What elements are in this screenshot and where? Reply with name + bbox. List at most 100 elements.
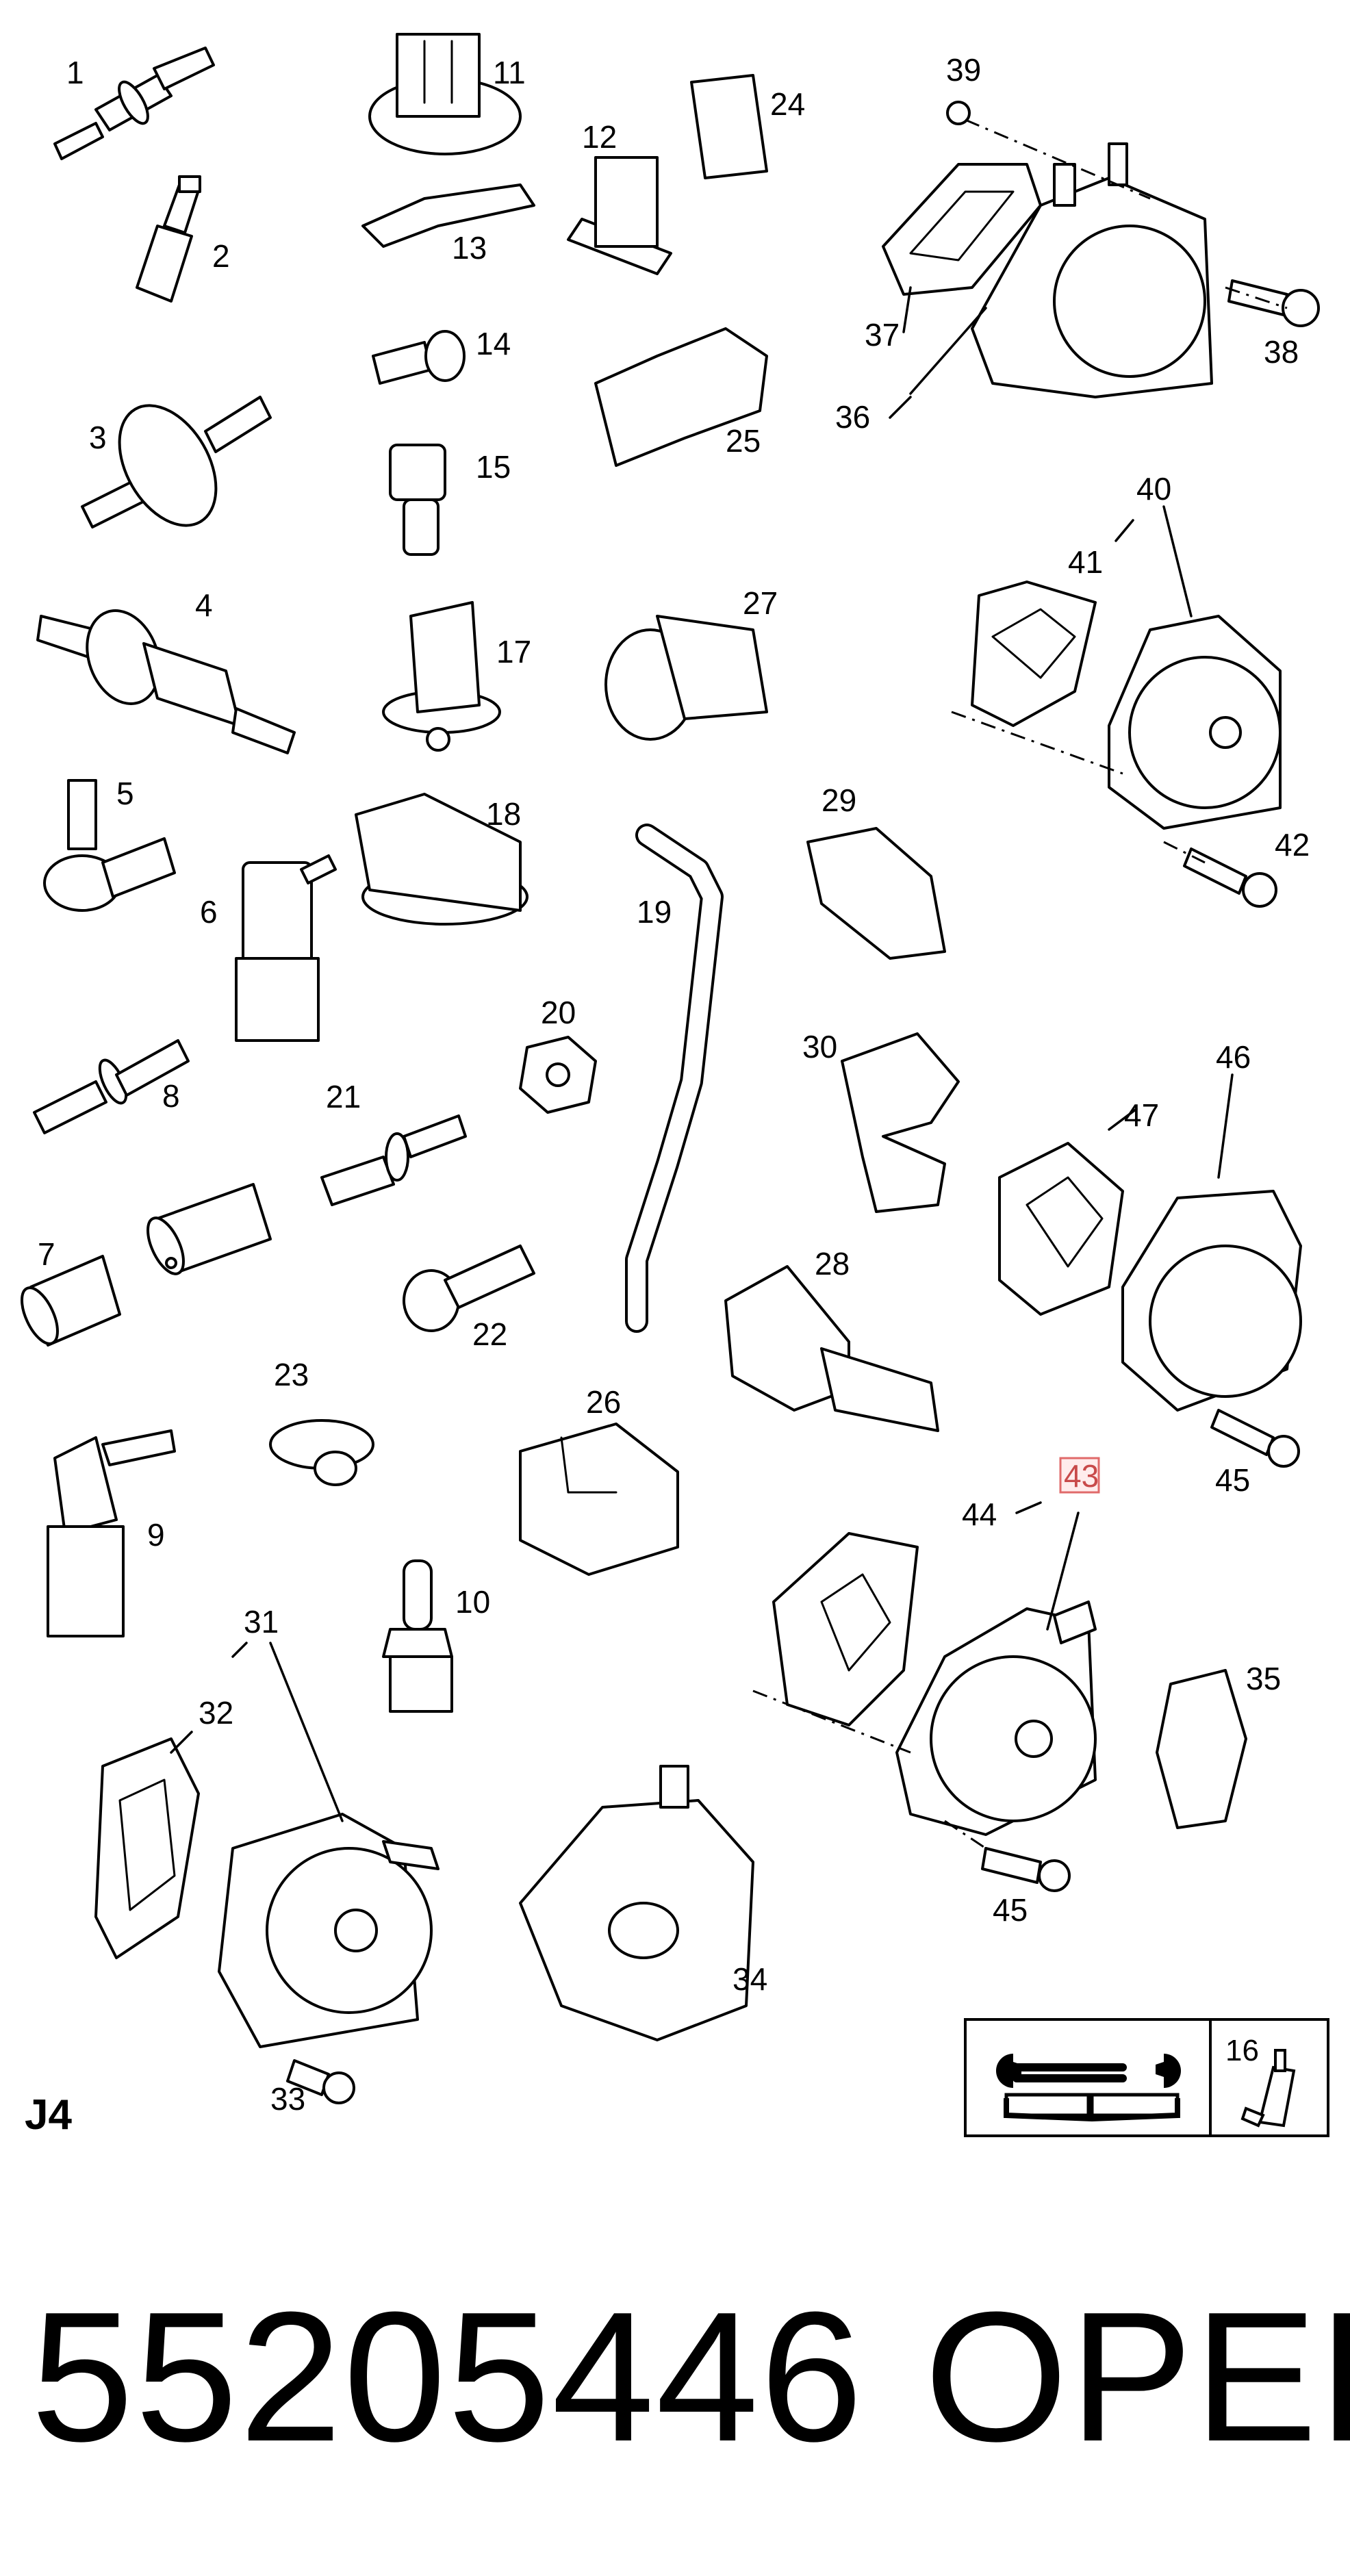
part-12-bracket bbox=[567, 156, 672, 275]
callout-22: 22 bbox=[472, 1316, 507, 1352]
part-23-hose-clamp bbox=[269, 1419, 374, 1486]
callout-33: 33 bbox=[270, 2081, 305, 2117]
callout-11: 11 bbox=[493, 55, 526, 90]
part-3-check-valve bbox=[81, 396, 272, 528]
callout-32: 32 bbox=[199, 1695, 233, 1731]
callout-37: 37 bbox=[865, 317, 900, 353]
part-18-clip bbox=[355, 793, 528, 926]
icon-box: 16 bbox=[964, 2018, 1329, 2137]
callout-6: 6 bbox=[200, 894, 218, 930]
leader-lines bbox=[170, 286, 1234, 1822]
callout-13: 13 bbox=[452, 230, 487, 266]
callout-42: 42 bbox=[1275, 827, 1310, 863]
part-41-gasket bbox=[971, 581, 1097, 727]
callout-20: 20 bbox=[541, 995, 576, 1030]
part-24-clip bbox=[690, 74, 768, 179]
part-9-elbow-quick-connector bbox=[47, 1429, 176, 1637]
callout-1: 1 bbox=[66, 55, 84, 90]
callout-12: 12 bbox=[582, 119, 617, 155]
callout-47: 47 bbox=[1124, 1097, 1159, 1133]
part-40-vacuum-pump bbox=[1108, 615, 1282, 830]
callout-36: 36 bbox=[835, 399, 870, 435]
callout-17: 17 bbox=[496, 634, 531, 669]
part-8-straight-connector bbox=[33, 1039, 190, 1134]
part-39-bolt bbox=[946, 101, 971, 125]
part-14-bolt bbox=[372, 330, 466, 385]
part-26-clip bbox=[519, 1423, 679, 1576]
callout-4: 4 bbox=[195, 587, 213, 623]
callout-19: 19 bbox=[637, 894, 672, 930]
part-30-clip bbox=[841, 1032, 960, 1213]
part-13-bracket bbox=[361, 183, 535, 248]
centerline-40 bbox=[951, 711, 1206, 864]
brand-name: OPEL bbox=[924, 2274, 1350, 2480]
callout-21: 21 bbox=[326, 1079, 361, 1114]
part-10-union-fitting bbox=[382, 1559, 453, 1713]
callout-45-upper: 45 bbox=[1215, 1462, 1250, 1498]
part-33-bolt bbox=[286, 2059, 355, 2104]
callout-43: 43 bbox=[1064, 1458, 1099, 1494]
part-42-bolt bbox=[1183, 847, 1277, 908]
part-31-vacuum-pump bbox=[218, 1813, 440, 2048]
callout-9: 9 bbox=[147, 1517, 165, 1553]
centerline-36 bbox=[965, 118, 1288, 309]
part-27-clip bbox=[604, 615, 768, 741]
part-29-clip bbox=[806, 827, 946, 960]
sealant-tube-icon bbox=[1240, 2049, 1296, 2128]
part-44-gasket bbox=[772, 1532, 919, 1726]
callout-29: 29 bbox=[822, 782, 856, 818]
callout-27: 27 bbox=[743, 585, 778, 621]
part-35-clip bbox=[1156, 1669, 1247, 1829]
callout-15: 15 bbox=[476, 449, 511, 485]
part-number: 55205446 bbox=[31, 2274, 864, 2480]
callout-41: 41 bbox=[1068, 544, 1103, 580]
callout-40: 40 bbox=[1136, 471, 1171, 507]
part-6-quick-connector bbox=[235, 854, 337, 1042]
callout-34: 34 bbox=[733, 1961, 767, 1997]
callout-10: 10 bbox=[455, 1584, 490, 1620]
wrench-book-icon bbox=[996, 2054, 1181, 2122]
callout-5: 5 bbox=[116, 776, 134, 811]
callout-2: 2 bbox=[212, 238, 230, 274]
part-46-vacuum-pump bbox=[1121, 1190, 1302, 1412]
part-43-vacuum-pump bbox=[895, 1601, 1097, 1836]
sheet-code: J4 bbox=[25, 2091, 72, 2139]
part-37-gasket bbox=[882, 163, 1042, 296]
part-22-connector bbox=[403, 1245, 535, 1332]
part-25-clip bbox=[594, 327, 768, 467]
callout-3: 3 bbox=[89, 420, 107, 455]
part-15-bolt bbox=[389, 444, 446, 556]
callout-43-highlight bbox=[1059, 1457, 1100, 1494]
callout-14: 14 bbox=[476, 326, 511, 361]
centerline-43 bbox=[752, 1689, 986, 1850]
callout-26: 26 bbox=[586, 1384, 621, 1420]
part-19-vacuum-pipe bbox=[625, 824, 724, 1333]
part-28-clip bbox=[724, 1265, 939, 1432]
callout-46: 46 bbox=[1216, 1039, 1251, 1075]
callout-25: 25 bbox=[726, 423, 761, 459]
part-7-hose-sleeves bbox=[21, 1183, 272, 1347]
part-2-quick-connector bbox=[136, 175, 201, 303]
callout-31: 31 bbox=[244, 1604, 279, 1640]
callout-23: 23 bbox=[274, 1357, 309, 1392]
callout-labels: 1 2 3 4 5 6 7 8 9 10 11 12 13 14 15 17 1… bbox=[38, 52, 1310, 2117]
callout-28: 28 bbox=[815, 1246, 850, 1281]
part-47-gasket bbox=[998, 1142, 1124, 1316]
part-4-check-valve bbox=[36, 609, 296, 754]
callout-30: 30 bbox=[802, 1029, 837, 1064]
part-45b-bolt bbox=[981, 1847, 1071, 1892]
callout-45-lower: 45 bbox=[993, 1892, 1028, 1928]
part-1-hose-connector bbox=[53, 47, 215, 160]
part-11-clip bbox=[368, 33, 522, 155]
callout-38: 38 bbox=[1264, 334, 1299, 370]
callout-35: 35 bbox=[1246, 1661, 1281, 1696]
part-20-nut bbox=[519, 1036, 597, 1114]
callout-16: 16 bbox=[1225, 2034, 1259, 2067]
part-36-vacuum-pump bbox=[971, 142, 1213, 398]
part-21-connector bbox=[320, 1114, 467, 1206]
callout-7: 7 bbox=[38, 1236, 55, 1272]
callout-39: 39 bbox=[946, 52, 981, 88]
part-45a-bolt bbox=[1210, 1409, 1300, 1468]
callout-18: 18 bbox=[486, 796, 521, 832]
